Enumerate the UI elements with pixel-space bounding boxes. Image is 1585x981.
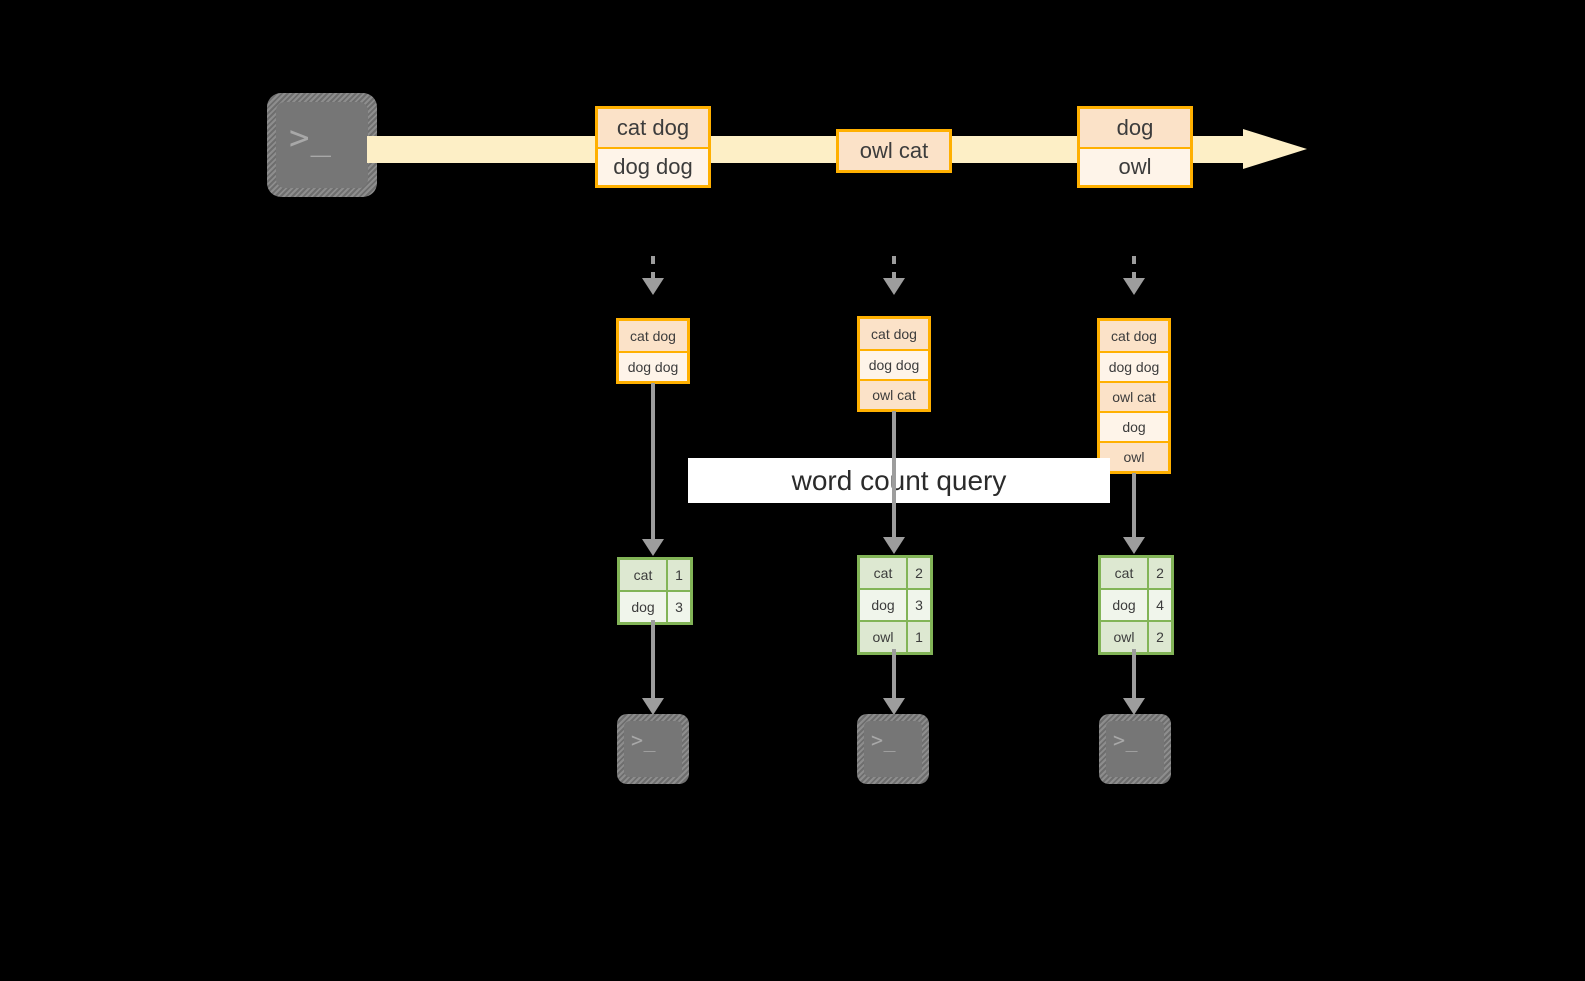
arrow-head — [642, 539, 664, 556]
prompt-glyph: >_ — [631, 728, 657, 752]
result-count: 2 — [1147, 558, 1171, 588]
result-word: dog — [620, 592, 666, 622]
output-arrow-1 — [638, 620, 668, 718]
unbounded-table-1: cat dog dog dog — [616, 318, 690, 384]
unbounded-table-2: cat dog dog dog owl cat — [857, 316, 931, 412]
table-row: dog 4 — [1101, 588, 1171, 620]
result-count: 3 — [906, 590, 930, 620]
arrow-shaft — [651, 256, 655, 280]
arrow-head — [883, 278, 905, 295]
table-row: dog — [1100, 411, 1168, 441]
result-word: owl — [860, 622, 906, 652]
arrow-head — [883, 537, 905, 554]
input-batch-box-1: cat dog dog dog — [595, 106, 711, 188]
query-arrow-3 — [1119, 473, 1149, 557]
result-word: cat — [860, 558, 906, 588]
table-row: owl — [1100, 441, 1168, 471]
table-row: owl cat — [860, 379, 928, 409]
input-line: dog — [1080, 109, 1190, 147]
table-row: owl 2 — [1101, 620, 1171, 652]
arrow-head — [642, 698, 664, 715]
query-label: word count query — [791, 464, 1007, 496]
table-row: cat dog — [860, 319, 928, 349]
prompt-glyph: >_ — [871, 728, 897, 752]
arrow-shaft — [892, 256, 896, 280]
table-row: owl cat — [1100, 381, 1168, 411]
table-row: owl 1 — [860, 620, 930, 652]
arrow-head — [1123, 698, 1145, 715]
arrow-shaft — [651, 620, 655, 700]
arrow-shaft — [892, 411, 896, 539]
table-row: cat dog — [1100, 321, 1168, 351]
feed-arrow-3 — [1119, 256, 1149, 316]
terminal-screen — [1106, 721, 1164, 777]
arrow-shaft — [1132, 473, 1136, 539]
terminal-screen — [864, 721, 922, 777]
table-row: cat dog — [619, 321, 687, 351]
result-word: dog — [1101, 590, 1147, 620]
result-word: owl — [1101, 622, 1147, 652]
arrow-shaft — [892, 649, 896, 700]
result-count: 2 — [906, 558, 930, 588]
table-row: cat 1 — [620, 560, 690, 590]
output-arrow-2 — [879, 649, 909, 718]
input-line: cat dog — [598, 109, 708, 147]
input-batch-box-3: dog owl — [1077, 106, 1193, 188]
arrow-head — [642, 278, 664, 295]
result-table-3: cat 2 dog 4 owl 2 — [1098, 555, 1174, 655]
arrow-head — [1243, 129, 1307, 170]
result-word: cat — [1101, 558, 1147, 588]
output-arrow-3 — [1119, 649, 1149, 718]
table-row: dog dog — [860, 349, 928, 379]
unbounded-table-3: cat dog dog dog owl cat dog owl — [1097, 318, 1171, 474]
prompt-glyph: >_ — [289, 118, 332, 158]
input-line: owl cat — [839, 132, 949, 170]
input-line: owl — [1080, 147, 1190, 185]
table-row: dog dog — [619, 351, 687, 381]
table-row: dog 3 — [860, 588, 930, 620]
prompt-glyph: >_ — [1113, 728, 1139, 752]
table-row: dog 3 — [620, 590, 690, 622]
terminal-icon-source: >_ — [267, 93, 377, 197]
input-line: dog dog — [598, 147, 708, 185]
terminal-icon-sink-1: >_ — [617, 714, 689, 784]
feed-arrow-1 — [638, 256, 668, 316]
query-arrow-1 — [638, 383, 668, 559]
terminal-screen — [276, 102, 368, 188]
arrow-shaft — [1132, 256, 1136, 280]
result-word: dog — [860, 590, 906, 620]
arrow-shaft — [651, 383, 655, 541]
result-count: 4 — [1147, 590, 1171, 620]
result-count: 3 — [666, 592, 690, 622]
table-row: cat 2 — [1101, 558, 1171, 588]
query-band: word count query — [688, 458, 1110, 503]
result-count: 2 — [1147, 622, 1171, 652]
arrow-head — [1123, 278, 1145, 295]
arrow-shaft — [1132, 649, 1136, 700]
result-count: 1 — [906, 622, 930, 652]
feed-arrow-2 — [879, 256, 909, 316]
arrow-head — [883, 698, 905, 715]
terminal-screen — [624, 721, 682, 777]
result-word: cat — [620, 560, 666, 590]
input-batch-box-2: owl cat — [836, 129, 952, 173]
arrow-head — [1123, 537, 1145, 554]
table-row: dog dog — [1100, 351, 1168, 381]
result-count: 1 — [666, 560, 690, 590]
result-table-2: cat 2 dog 3 owl 1 — [857, 555, 933, 655]
query-arrow-2 — [879, 411, 909, 557]
terminal-icon-sink-3: >_ — [1099, 714, 1171, 784]
terminal-icon-sink-2: >_ — [857, 714, 929, 784]
result-table-1: cat 1 dog 3 — [617, 557, 693, 625]
table-row: cat 2 — [860, 558, 930, 588]
